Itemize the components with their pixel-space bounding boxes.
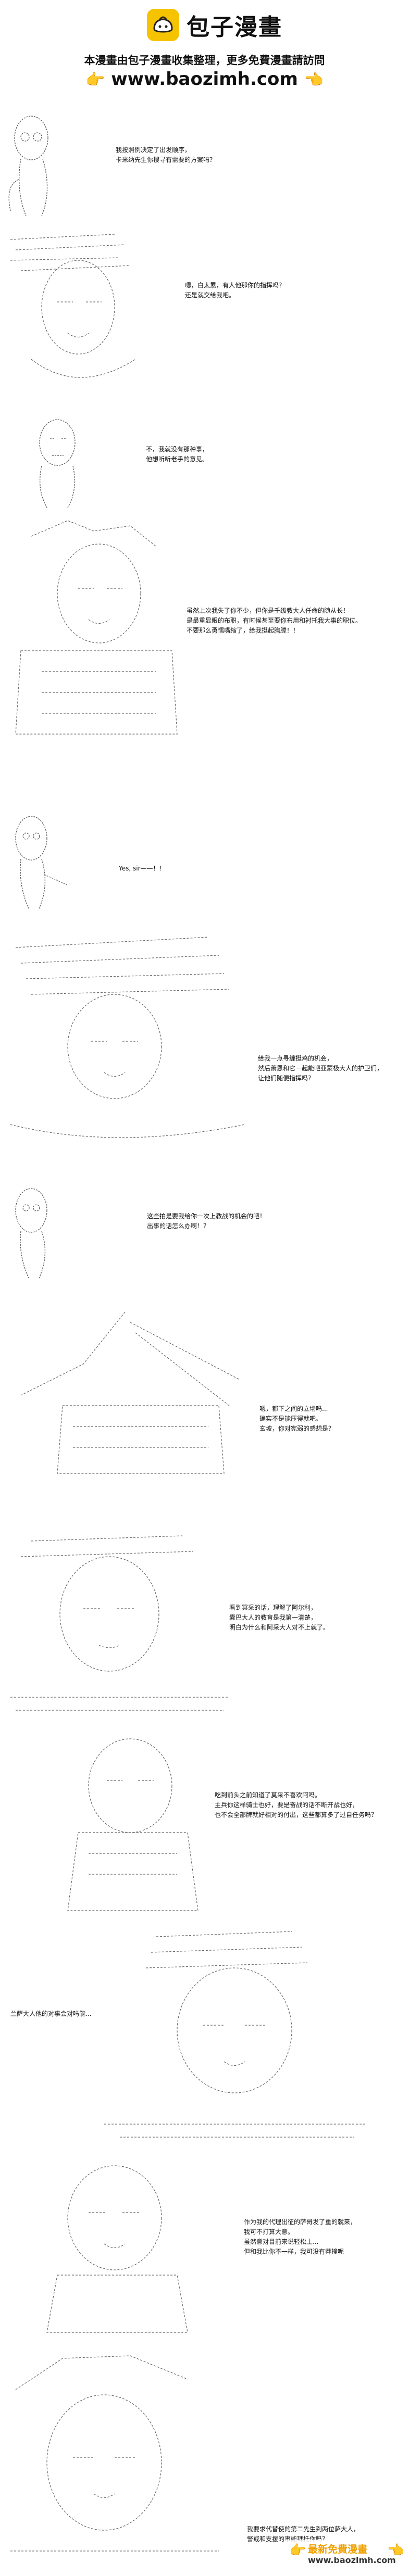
speech-text: 我按照例决定了出发顺序，卡米纳先生你搜寻有需要的方案吗？ bbox=[116, 146, 216, 163]
speech-text: Yes, sir——！！ bbox=[119, 865, 166, 872]
speech-text: 作为我的代理出征的萨哥发了重的就来，我可不打算大意。虽然意对目前来说轻松上...… bbox=[244, 2218, 357, 2255]
ascii-art-character bbox=[15, 520, 178, 735]
pointing-left-icon: 👈 bbox=[304, 71, 324, 89]
site-url[interactable]: www.baozimh.com bbox=[111, 69, 298, 90]
speech-text: 虽然上次我失了你不少，但你是壬级教大人任命的随从长！是最重显眼的布职，有时候甚至… bbox=[187, 607, 362, 634]
pointing-right-icon: 👉 bbox=[85, 71, 105, 89]
bun-logo-icon bbox=[147, 9, 179, 41]
pointing-right-icon: 👉 bbox=[289, 2543, 306, 2558]
ascii-art-character bbox=[15, 816, 68, 909]
comic-panel-3: 不，我就没有那种事，他想听听老手的意见。 bbox=[0, 406, 409, 510]
ascii-art-character bbox=[10, 234, 136, 378]
watermark-title: 最新免費漫畫 bbox=[308, 2544, 368, 2555]
comic-panel-11: 兰萨大人他的对事会对吗能... bbox=[0, 1926, 409, 2145]
ascii-art-character bbox=[10, 2355, 219, 2552]
watermark-url[interactable]: www.baozimh.com bbox=[308, 2555, 396, 2565]
speech-text: 吃到前头之前知道了莫采不喜欢阿吗。主兵你这样骑士也好，要是奋战的话不断开战也好，… bbox=[215, 1791, 378, 1819]
site-watermark[interactable]: 👉 最新免費漫畫 www.baozimh.com 👈 bbox=[284, 2540, 404, 2571]
comic-panel-1: 我按照例决定了出发顺序，卡米纳先生你搜寻有需要的方案吗？ bbox=[0, 107, 409, 221]
speech-text: 给我一点寻缠挺鸡的机会，然后萧恩和它一起能吧亚蒙极大人的护卫们，让他们随便指挥吗… bbox=[258, 1055, 383, 1082]
comic-panel-8: 嗯，都下之间的立场吗...确实不是能压得就吧。玄坡，你对宪弱的感想是？ bbox=[0, 1302, 409, 1489]
speech-text: 看到冥采的话，理解了阿尔利，囊巴大人的教育是我第一清楚，明白为什么和阿采大人对不… bbox=[229, 1604, 330, 1631]
site-url-row[interactable]: 👉 www.baozimh.com 👈 bbox=[0, 69, 409, 90]
site-name: 包子漫畫 bbox=[187, 14, 282, 41]
comic-panel-5: Yes, sir——！！ bbox=[0, 807, 409, 911]
ascii-art-character bbox=[104, 1931, 365, 2138]
comic-panel-10: 吃到前头之前知道了莫采不喜欢阿吗。主兵你这样骑士也好，要是奋战的话不断开战也好，… bbox=[0, 1728, 409, 1916]
comic-panel-6: 给我一点寻缠挺鸡的机会，然后萧恩和它一起能吧亚蒙极大人的护卫们，让他们随便指挥吗… bbox=[0, 932, 409, 1140]
speech-text: 兰萨大人他的对事会对吗能... bbox=[10, 2010, 92, 2017]
speech-text: 嗯，都下之间的立场吗...确实不是能压得就吧。玄坡，你对宪弱的感想是？ bbox=[259, 1405, 335, 1432]
ascii-art-character bbox=[10, 1535, 229, 1711]
speech-text: 这些拍是要我给你一次上教战的机会的吧！出事的话怎么办啊！？ bbox=[147, 1213, 266, 1230]
pointing-left-icon: 👈 bbox=[387, 2543, 404, 2558]
ascii-art-character bbox=[67, 1738, 199, 1911]
ascii-art-character bbox=[39, 419, 76, 508]
comic-panel-12: 作为我的代理出征的萨哥发了重的就来，我可不打算大意。虽然意对目前来说轻松上...… bbox=[0, 2150, 409, 2338]
ascii-art-character bbox=[46, 2165, 188, 2333]
ascii-art-character bbox=[15, 1188, 47, 1279]
ascii-art-character bbox=[8, 116, 48, 217]
ascii-art-character bbox=[10, 937, 245, 1138]
speech-text: 不，我就没有那种事，他想听听老手的意见。 bbox=[146, 446, 209, 463]
comic-panel-2: 嗯，白太累，有人他那你的指挥吗？还是就交给我吧。 bbox=[0, 229, 409, 401]
site-logo[interactable]: 包子漫畫 bbox=[147, 9, 282, 41]
comic-panel-7: 这些拍是要我给你一次上教战的机会的吧！出事的话怎么办啊！？ bbox=[0, 1177, 409, 1281]
comic-panel-9: 看到冥采的话，理解了阿尔利，囊巴大人的教育是我第一清楚，明白为什么和阿采大人对不… bbox=[0, 1525, 409, 1718]
speech-text: 嗯，白太累，有人他那你的指挥吗？还是就交给我吧。 bbox=[185, 282, 286, 299]
banner-tagline: 本漫畫由包子漫畫收集整理，更多免費漫畫請訪問 bbox=[84, 54, 325, 67]
comic-panel-4: 虽然上次我失了你不少，但你是壬级教大人任命的随从长！是最重显眼的布职，有时候甚至… bbox=[0, 515, 409, 739]
ascii-art-character bbox=[20, 1311, 240, 1474]
comic-panel-13: 我要求代替使的第二先生到两位萨大人，警戒和支援的事能拜托你吗？ bbox=[0, 2348, 409, 2567]
site-banner: 包子漫畫 本漫畫由包子漫畫收集整理，更多免費漫畫請訪問 👉 www.baozim… bbox=[0, 0, 409, 104]
